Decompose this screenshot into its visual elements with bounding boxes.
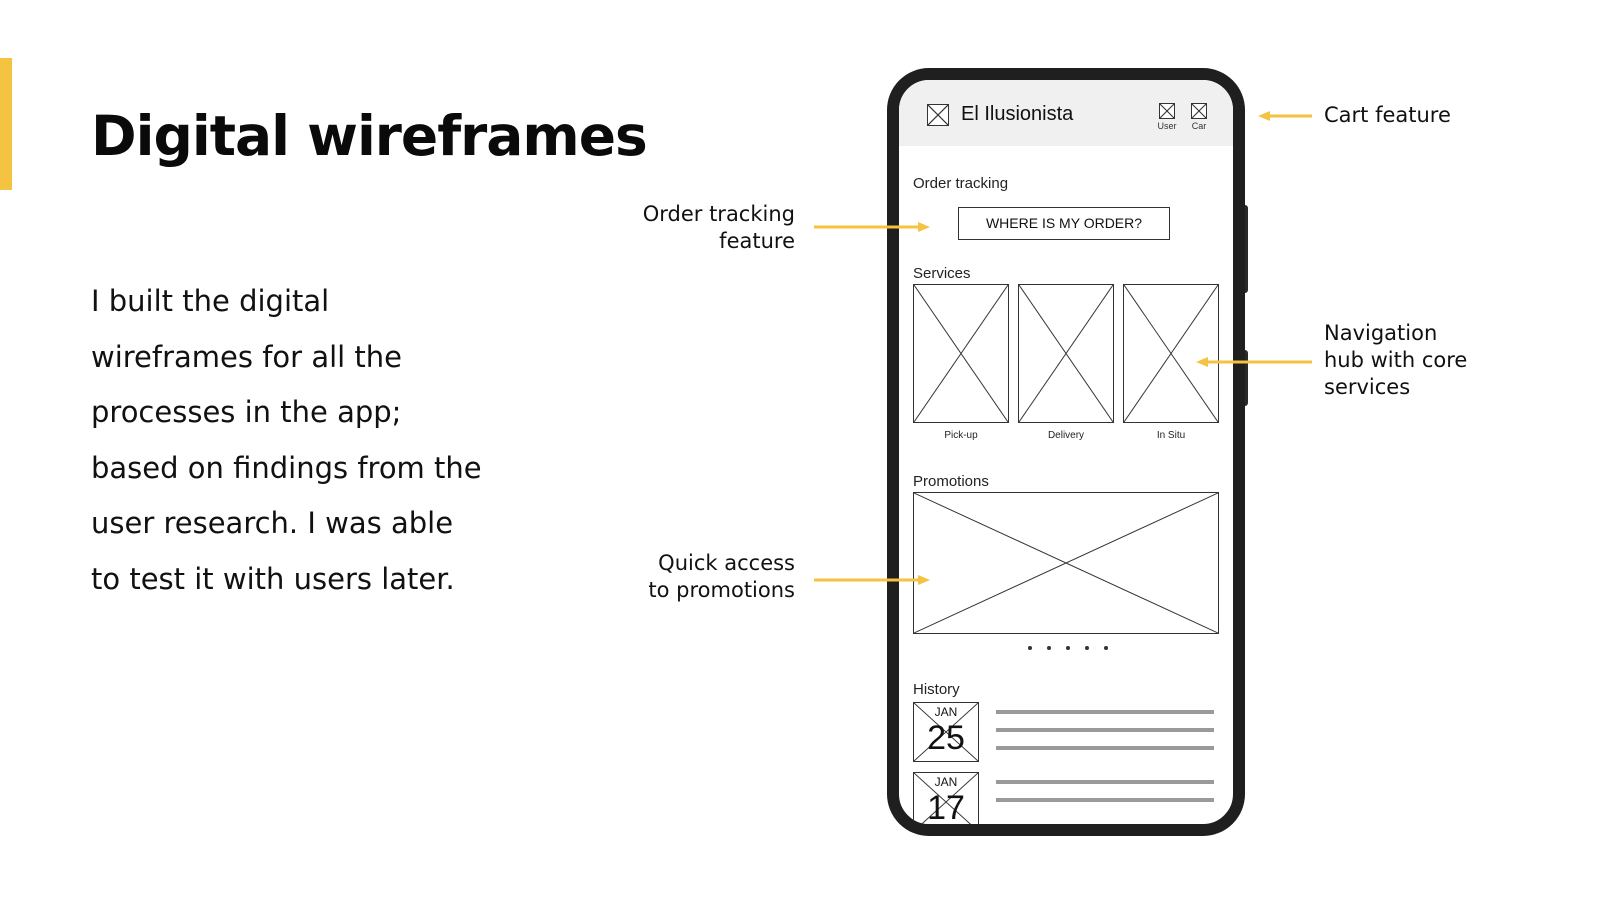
annotation-line: hub with core <box>1324 348 1468 372</box>
app-title: El Ilusionista <box>961 103 1074 125</box>
annotation-line: Cart feature <box>1324 103 1451 127</box>
arrow-order-tracking <box>814 222 930 232</box>
promotions-carousel[interactable] <box>913 492 1219 634</box>
history-text-placeholder <box>996 728 1214 732</box>
history-date-badge: JAN 25 <box>913 702 979 762</box>
user-label: User <box>1157 121 1177 131</box>
annotation-navigation: Navigation hub with core services <box>1324 320 1467 401</box>
user-placeholder-icon <box>1159 103 1175 119</box>
cart-label: Car <box>1191 121 1207 131</box>
annotation-promotions: Quick access to promotions <box>648 550 795 604</box>
arrow-navigation <box>1196 357 1312 367</box>
annotation-line: services <box>1324 375 1411 399</box>
description-text: I built the digital wireframes for all t… <box>91 284 482 596</box>
carousel-dot[interactable] <box>1085 646 1089 650</box>
annotation-line: Quick access <box>658 551 795 575</box>
services-label: Services <box>913 265 971 282</box>
cart-placeholder-icon <box>1191 103 1207 119</box>
annotation-cart: Cart feature <box>1324 102 1451 129</box>
promotions-label: Promotions <box>913 473 989 490</box>
carousel-dot[interactable] <box>1028 646 1032 650</box>
service-label: Delivery <box>1047 430 1085 441</box>
logo-placeholder-icon <box>927 104 949 126</box>
service-image-placeholder <box>1123 284 1219 423</box>
phone-side-button <box>1243 205 1248 293</box>
annotation-line: Order tracking <box>642 202 795 226</box>
phone-side-button <box>1243 350 1248 406</box>
history-text-placeholder <box>996 780 1214 784</box>
history-text-placeholder <box>996 798 1214 802</box>
history-day: 25 <box>927 719 965 757</box>
service-image-placeholder <box>1018 284 1114 423</box>
carousel-dot[interactable] <box>1066 646 1070 650</box>
service-label: In Situ <box>1156 430 1186 441</box>
where-is-my-order-button[interactable]: WHERE IS MY ORDER? <box>958 207 1170 240</box>
history-label: History <box>913 681 960 698</box>
accent-bar <box>0 58 12 190</box>
annotation-line: feature <box>719 229 795 253</box>
carousel-dot[interactable] <box>1047 646 1051 650</box>
history-text-placeholder <box>996 746 1214 750</box>
service-image-placeholder <box>913 284 1009 423</box>
carousel-dot[interactable] <box>1104 646 1108 650</box>
annotation-line: Navigation <box>1324 321 1438 345</box>
page-title: Digital wireframes <box>91 104 648 168</box>
phone-mockup: El Ilusionista User Car Order tracking W… <box>887 68 1245 836</box>
history-month: JAN <box>934 775 958 789</box>
arrow-promotions <box>814 575 930 585</box>
annotation-line: to promotions <box>648 578 795 602</box>
app-header: El Ilusionista User Car <box>899 80 1233 146</box>
history-text-placeholder <box>996 710 1214 714</box>
arrow-cart <box>1258 111 1312 121</box>
service-label: Pick-up <box>944 430 978 441</box>
annotation-order-tracking: Order tracking feature <box>643 201 795 255</box>
history-month: JAN <box>934 705 958 719</box>
carousel-pagination[interactable] <box>1028 646 1108 650</box>
phone-screen: El Ilusionista User Car Order tracking W… <box>899 80 1233 824</box>
order-tracking-label: Order tracking <box>913 175 1009 192</box>
history-date-badge: JAN 17 <box>913 772 979 827</box>
history-day: 17 <box>927 789 965 827</box>
